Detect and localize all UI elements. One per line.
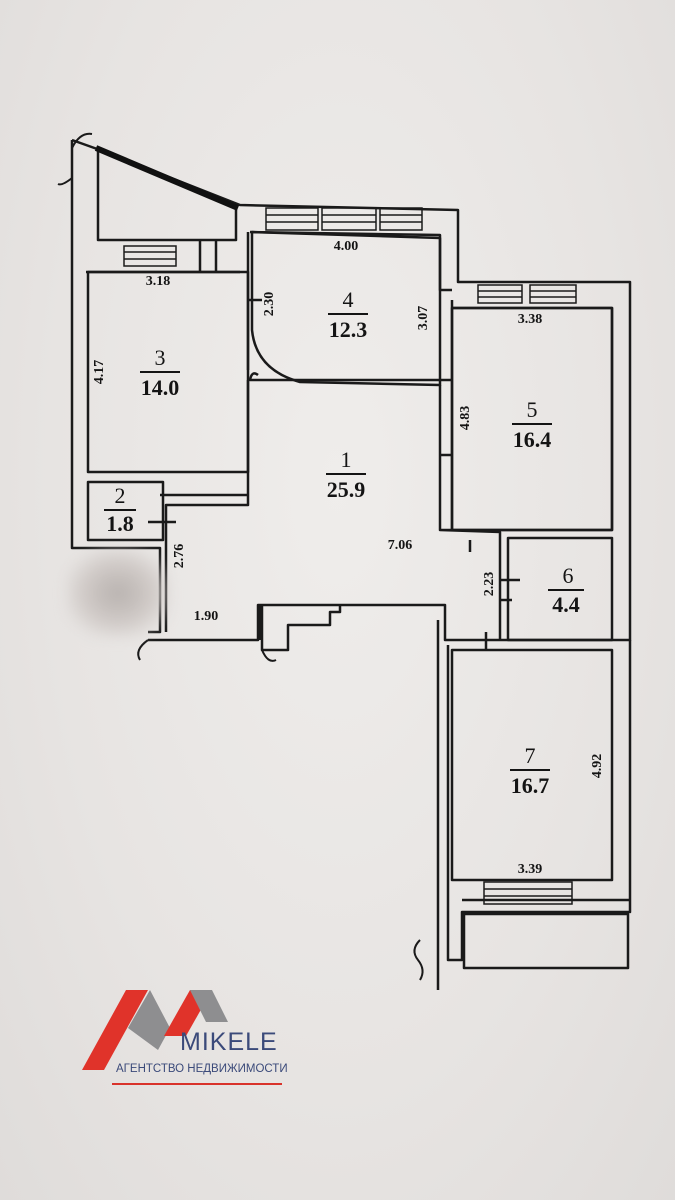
room-6-fraction-line [548,589,584,591]
balcony-upper [96,150,238,242]
balcony-lower [462,912,630,970]
hall-outline [160,380,502,640]
dim-room4-width: 4.00 [333,239,359,254]
blurred-patch [66,548,170,638]
dim-room7-length: 4.92 [590,753,605,779]
room-5-fraction-line [512,423,552,425]
room-1-number: 1 [340,447,352,472]
room-7-outline [450,648,614,882]
dim-room3-length: 4.17 [92,359,107,385]
windows [123,207,577,905]
balcony-heavy-wall [94,145,240,211]
room-4-fraction-line [328,313,368,315]
lower-corridor-wall [260,605,440,990]
dim-room5-length: 4.83 [458,405,473,431]
mikele-logo-mark [82,990,228,1070]
dim-room5-width: 3.38 [517,312,543,327]
room-6-outline [506,536,614,642]
dim-room4-left: 2.30 [262,291,277,317]
dim-room7-width: 3.39 [517,862,543,877]
dim-room3-width: 3.18 [145,274,171,289]
room-2-number: 2 [114,483,126,508]
door-marks [148,240,520,650]
room-2-outline [86,480,165,542]
cut-marks [57,132,424,981]
room-5-area: 16.4 [512,427,552,452]
logo-name: MIKELE [180,1028,278,1056]
room-5-number: 5 [526,397,538,422]
room-4-outline [250,230,442,387]
dim-corridor-width: 2.76 [172,543,187,569]
room-5-outline [450,306,614,532]
dim-room6-side: 2.23 [482,571,497,597]
room-6-number: 6 [562,563,574,588]
logo-subtitle: АГЕНТСТВО НЕДВИЖИМОСТИ [116,1063,288,1075]
room-3-fraction-line [140,371,180,373]
room-4-number: 4 [342,287,354,312]
dim-room4-right: 3.07 [416,305,431,331]
room-3-number: 3 [154,345,166,370]
room-7-fraction-line [510,769,550,771]
dim-hall-length: 7.06 [387,538,413,553]
room-7-number: 7 [524,743,536,768]
room-1-area: 25.9 [326,477,366,502]
dim-corridor-length: 1.90 [193,609,219,624]
logo-underline [112,1083,282,1085]
room-4-area: 12.3 [328,317,368,342]
room-2-area: 1.8 [106,511,134,536]
room-3-area: 14.0 [140,375,180,400]
room-7-area: 16.7 [510,773,550,798]
room-2-fraction-line [104,509,136,511]
room-7-wall [446,640,632,962]
room-6-area: 4.4 [552,592,580,617]
room-1-fraction-line [326,473,366,475]
